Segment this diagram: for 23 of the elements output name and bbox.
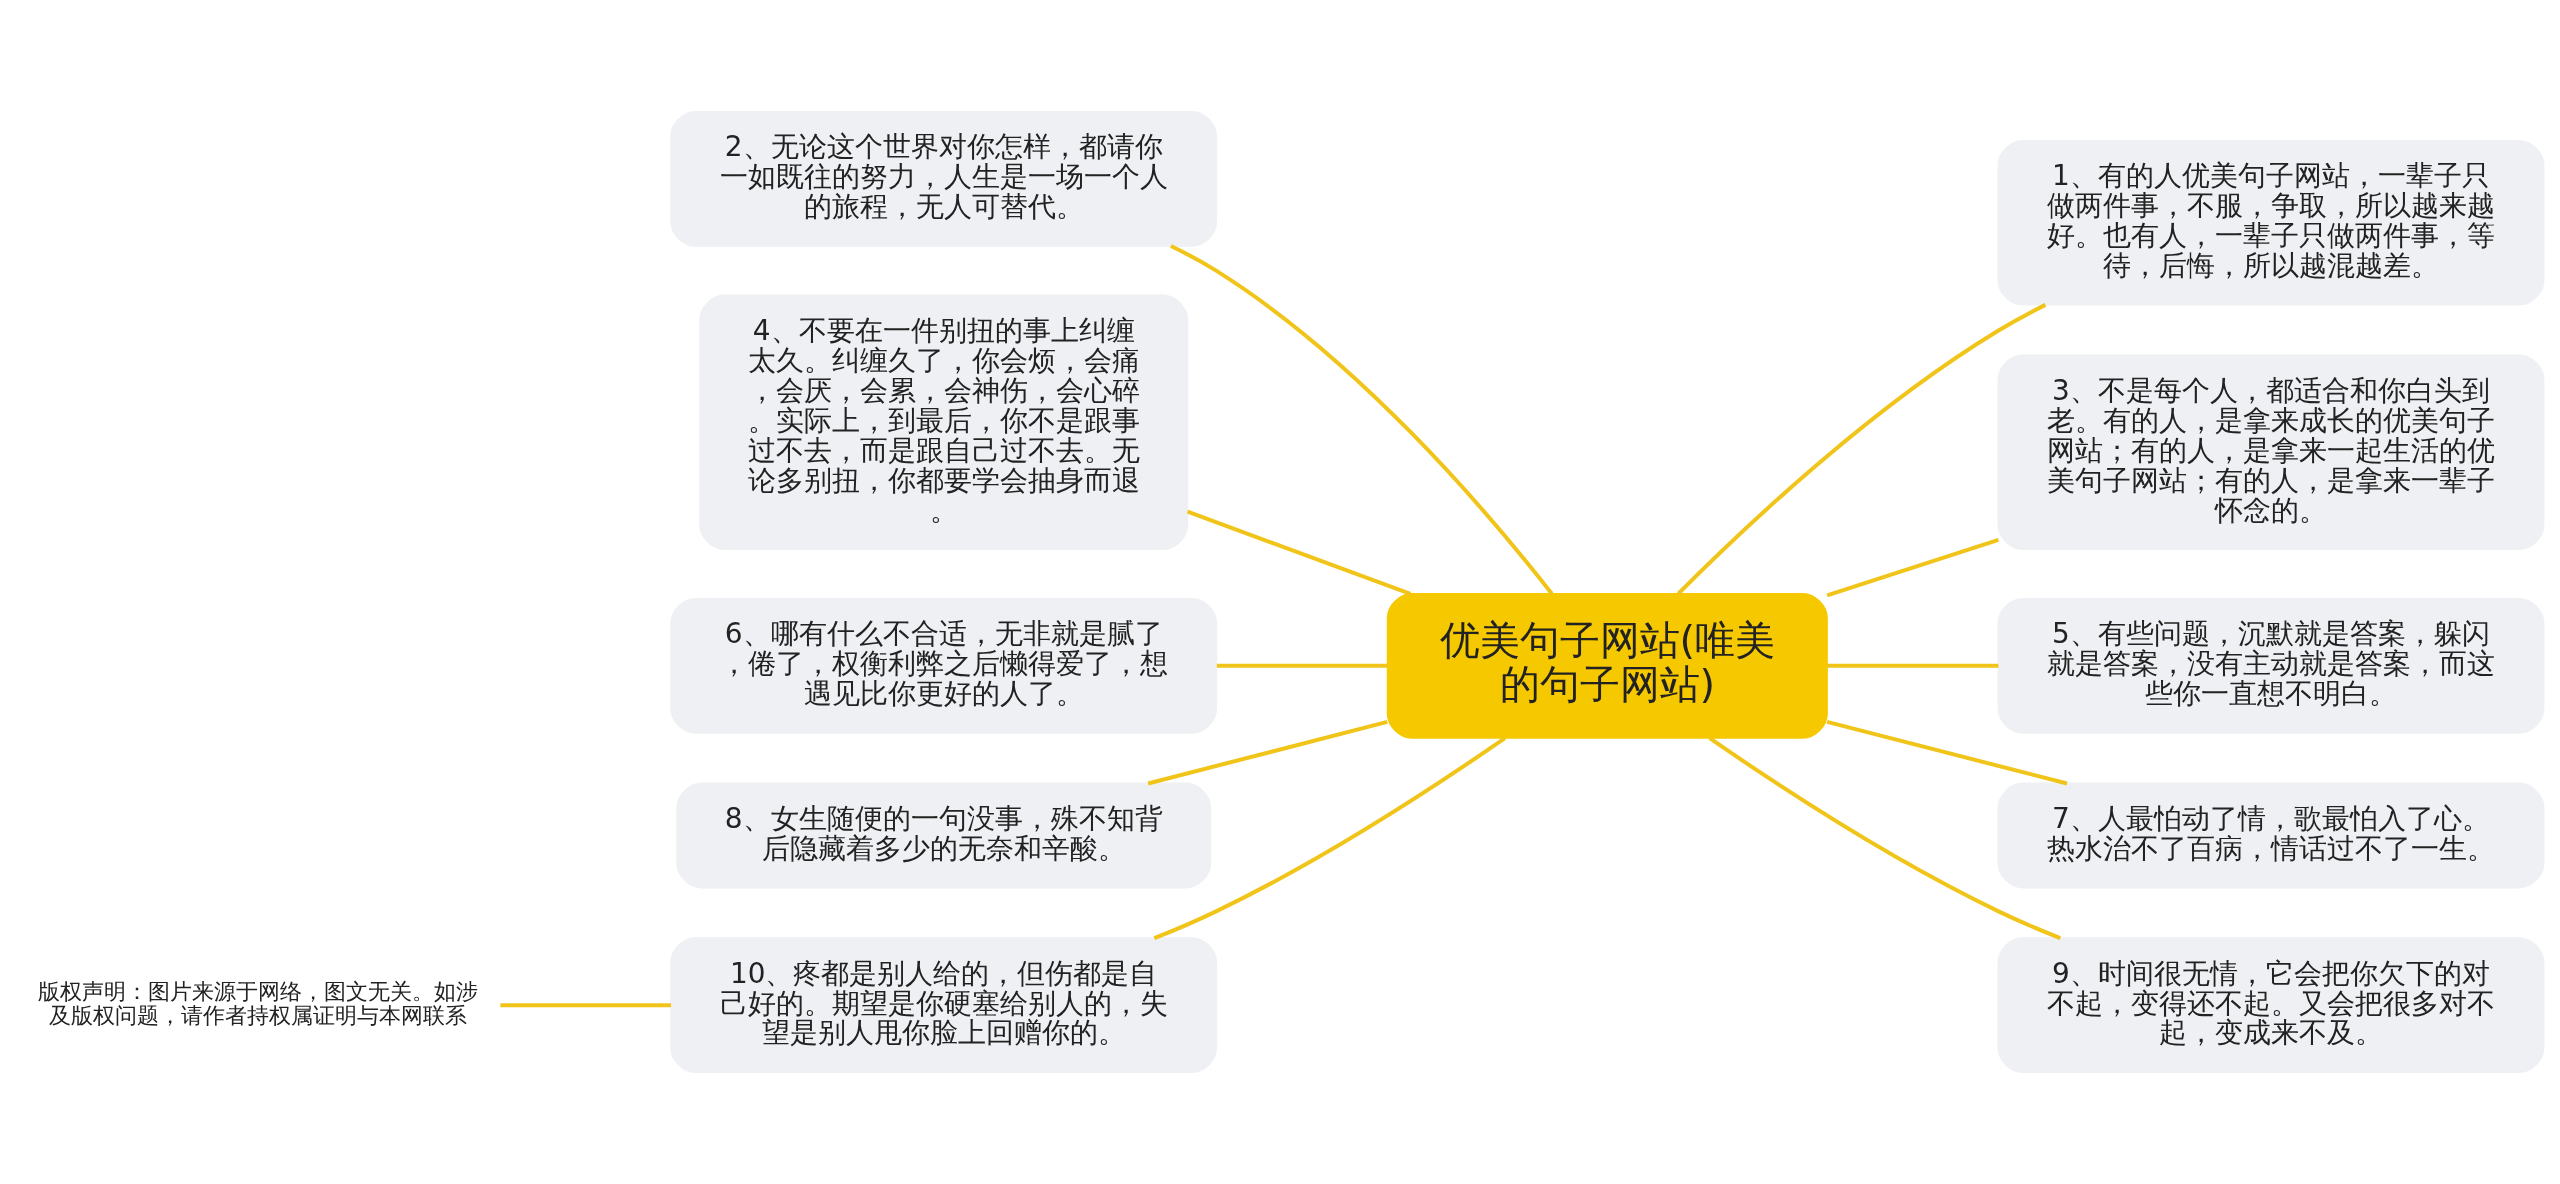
connector [1186,509,1412,596]
node-box: 10、疼都是别人给的，但伤都是自己好的。期望是你硬塞给别人的，失望是别人甩你脸上回赠你的。 [670,937,1218,1073]
connector [1216,663,1388,668]
connector [1708,736,2062,941]
node-box: 6、哪有什么不合适，无非就是腻了，倦了，权衡利弊之后懒得爱了，想遇见比你更好的人了。 [670,598,1218,734]
connector [1153,736,1507,941]
node-box: 9、时间很无情，它会把你欠下的对不起，变得还不起。又会把很多对不起，变成来不及。 [1997,937,2545,1073]
node-box: 3、不是每个人，都适合和你白头到老。有的人，是拿来成长的优美句子网站；有的人，是拿来一起生活的优美句子网站；有的人，是拿来一辈子怀念的。 [1997,354,2545,551]
connector [1147,720,1388,786]
node-box: 8、女生随便的一句没事，殊不知背后隐藏着多少的无奈和辛酸。 [676,782,1212,889]
node-box: 4、不要在一件别扭的事上纠缠太久。纠缠久了，你会烦，会痛，会厌，会累，会神伤，会心碎。实际上，到最后，你不是跟事过不去，而是跟自己过不去。无论多别扭，你都要学会抽身而退。 [699,294,1189,551]
connector [1827,663,1999,668]
node-box: 5、有些问题，沉默就是答案，躲闪就是答案，没有主动就是答案，而这些你一直想不明白。 [1997,598,2545,734]
connector [1826,537,2000,598]
connector [500,1003,672,1008]
node-text: 版权声明：图片来源于网络，图文无关。如涉及版权问题，请作者持权属证明与本网联系 [38,978,479,1028]
connector [1676,303,2047,596]
node-box: 优美句子网站(唯美的句子网站) [1386,593,1828,739]
connector [1826,719,2068,786]
node-box: 1、有的人优美句子网站，一辈子只做两件事，不服，争取，所以越来越好。也有人，一辈子只做两件事，等待，后悔，所以越混越差。 [1997,139,2545,306]
node-box: 2、无论这个世界对你怎样，都请你一如既往的努力，人生是一场一个人的旅程，无人可替代。 [670,111,1218,247]
node-box: 7、人最怕动了情，歌最怕入了心。热水治不了百病，情话过不了一生。 [1997,782,2545,889]
connector [1170,244,1554,595]
